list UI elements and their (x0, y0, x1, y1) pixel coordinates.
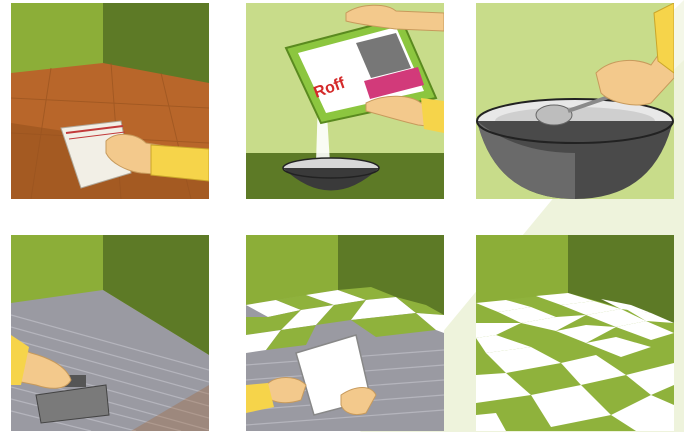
step-panel-pour-powder: Roff (246, 3, 444, 199)
pour-powder-illustration: Roff (246, 3, 444, 199)
step-panel-place-tiles (246, 235, 444, 431)
step-panel-finished-floor (476, 235, 674, 431)
finished-floor-illustration (476, 235, 674, 431)
mix-adhesive-illustration (476, 3, 674, 199)
step-panel-spread-adhesive (11, 235, 209, 431)
spread-adhesive-illustration (11, 235, 209, 431)
step-panel-wipe-floor (11, 3, 209, 199)
place-tiles-illustration (246, 235, 444, 431)
step-panel-mix-adhesive (476, 3, 674, 199)
wipe-floor-illustration (11, 3, 209, 199)
